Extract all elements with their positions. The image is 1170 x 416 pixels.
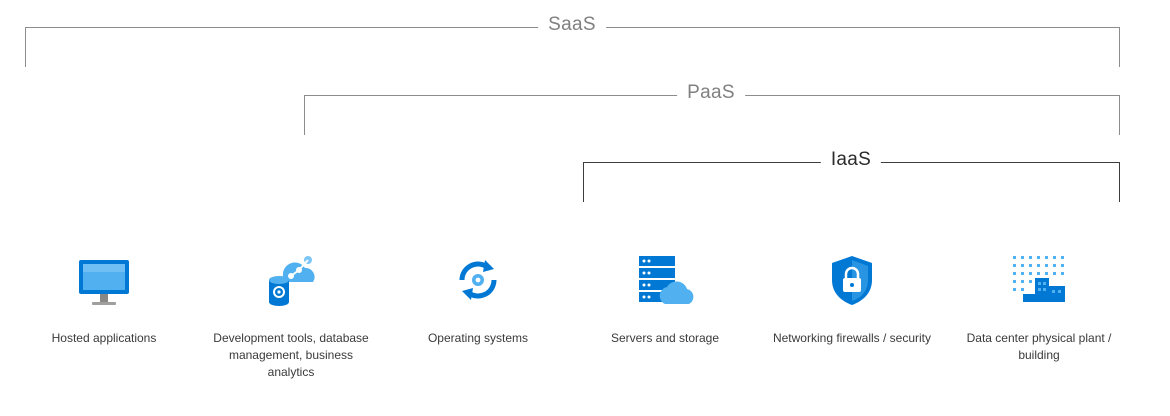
item-label: Networking firewalls / security (772, 331, 932, 345)
item-development-tools: Development tools, database management, … (206, 250, 376, 381)
item-servers-storage: Servers and storage (580, 250, 750, 347)
datacenter-building-icon (1009, 250, 1069, 310)
saas-bracket: SaaS (25, 14, 1120, 67)
shield-lock-icon (822, 250, 882, 310)
iaas-bracket-left-leg (583, 162, 584, 202)
database-analytics-icon (261, 250, 321, 310)
item-label: Development tools, database management, … (213, 331, 369, 379)
item-label: Operating systems (427, 331, 529, 345)
item-label: Hosted applications (51, 331, 157, 345)
item-label: Data center physical plant / building (966, 331, 1112, 362)
iaas-label: IaaS (820, 149, 882, 171)
paas-bracket-right-leg (1119, 95, 1120, 135)
iaas-bracket: IaaS (583, 149, 1120, 202)
item-label: Servers and storage (610, 331, 720, 345)
iaas-bracket-right-leg (1119, 162, 1120, 202)
paas-bracket-left-leg (304, 95, 305, 135)
saas-label: SaaS (538, 14, 606, 36)
item-datacenter: Data center physical plant / building (954, 250, 1124, 364)
item-operating-systems: Operating systems (393, 250, 563, 347)
monitor-icon (74, 250, 134, 310)
sync-gear-icon (448, 250, 508, 310)
saas-bracket-left-leg (25, 27, 26, 67)
paas-bracket: PaaS (304, 82, 1120, 135)
item-hosted-applications: Hosted applications (19, 250, 189, 347)
server-cloud-icon (635, 250, 695, 310)
paas-label: PaaS (677, 82, 745, 104)
saas-bracket-right-leg (1119, 27, 1120, 67)
item-networking-security: Networking firewalls / security (767, 250, 937, 347)
